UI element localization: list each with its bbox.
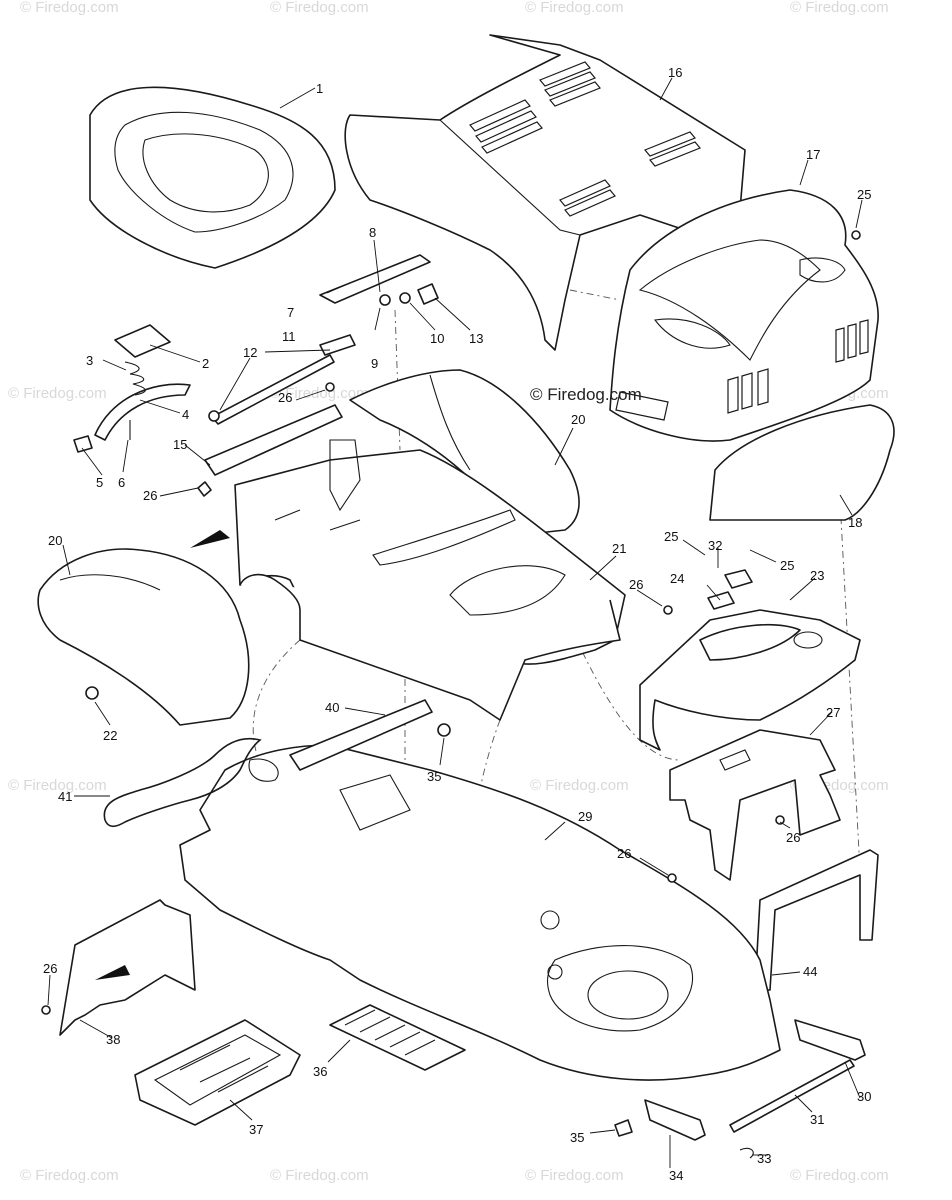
callout-label: 25 xyxy=(857,187,871,202)
console-bracket xyxy=(669,729,841,881)
callout-label: 26 xyxy=(786,830,800,845)
callout-label: 15 xyxy=(173,437,187,452)
watermark: © Firedog.com xyxy=(270,1167,369,1184)
callout-label: 24 xyxy=(670,571,684,586)
watermark: © Firedog.com xyxy=(8,385,107,402)
callout-label: 18 xyxy=(848,515,862,530)
callout-label: 20 xyxy=(571,412,585,427)
hood-insert xyxy=(709,404,895,521)
callout-label: 40 xyxy=(325,700,339,715)
callout-label: 34 xyxy=(669,1168,683,1183)
callout-labels: 1 2 3 4 5 6 7 8 9 10 11 12 13 15 16 17 1… xyxy=(43,65,871,1183)
watermark: © Firedog.com xyxy=(525,0,624,16)
seat-bracket xyxy=(289,699,433,771)
copyright-notice: © Firedog.com xyxy=(530,385,642,404)
arrow-icon xyxy=(95,530,230,980)
callout-label: 2 xyxy=(202,356,209,371)
fasteners xyxy=(41,230,861,1015)
watermark: © Firedog.com xyxy=(530,777,629,794)
callout-label: 31 xyxy=(810,1112,824,1127)
vent-slots xyxy=(469,61,701,217)
callout-label: 6 xyxy=(118,475,125,490)
seat-hardware xyxy=(73,254,439,497)
callout-label: 3 xyxy=(86,353,93,368)
watermark: © Firedog.com xyxy=(270,0,369,16)
rear-hardware xyxy=(614,1019,866,1159)
watermark: © Firedog.com xyxy=(20,1167,119,1184)
callout-label: 21 xyxy=(612,541,626,556)
callout-label: 22 xyxy=(103,728,117,743)
watermark: © Firedog.com xyxy=(20,0,119,16)
callout-label: 10 xyxy=(430,331,444,346)
rear-deflector xyxy=(59,899,196,1036)
seat-wire xyxy=(103,737,262,828)
callout-label: 7 xyxy=(287,305,294,320)
callout-label: 26 xyxy=(143,488,157,503)
callout-label: 13 xyxy=(469,331,483,346)
battery-tray xyxy=(134,1019,301,1126)
callout-label: 20 xyxy=(48,533,62,548)
callout-label: 32 xyxy=(708,538,722,553)
callout-label: 30 xyxy=(857,1089,871,1104)
callout-label: 26 xyxy=(278,390,292,405)
callout-label: 29 xyxy=(578,809,592,824)
watermark: © Firedog.com xyxy=(270,385,369,402)
watermark: © Firedog.com xyxy=(525,1167,624,1184)
callout-label: 12 xyxy=(243,345,257,360)
callout-label: 26 xyxy=(629,577,643,592)
seat xyxy=(89,86,336,269)
callout-label: 17 xyxy=(806,147,820,162)
callout-label: 1 xyxy=(316,81,323,96)
floor-mat xyxy=(329,1004,466,1071)
fender-right xyxy=(349,369,580,536)
callout-label: 25 xyxy=(664,529,678,544)
callout-label: 37 xyxy=(249,1122,263,1137)
callout-label: 11 xyxy=(282,329,296,344)
fender-left xyxy=(37,548,250,726)
callout-label: 35 xyxy=(427,769,441,784)
dash-panel xyxy=(344,34,746,351)
callout-label: 9 xyxy=(371,356,378,371)
watermark: © Firedog.com xyxy=(790,0,889,16)
watermark: © Firedog.com xyxy=(8,777,107,794)
callout-label: 27 xyxy=(826,705,840,720)
callout-label: 36 xyxy=(313,1064,327,1079)
body-pan xyxy=(234,439,626,721)
callout-label: 23 xyxy=(810,568,824,583)
callout-label: 8 xyxy=(369,225,376,240)
callout-label: 26 xyxy=(43,961,57,976)
leader-lines xyxy=(47,77,863,1168)
frame-platform xyxy=(179,744,781,1081)
callout-label: 41 xyxy=(58,789,72,804)
callout-label: 44 xyxy=(803,964,817,979)
callout-label: 5 xyxy=(96,475,103,490)
control-console xyxy=(639,569,861,751)
callout-label: 38 xyxy=(106,1032,120,1047)
callout-label: 16 xyxy=(668,65,682,80)
callout-label: 26 xyxy=(617,846,631,861)
watermark: © Firedog.com xyxy=(790,1167,889,1184)
callout-label: 33 xyxy=(757,1151,771,1166)
callout-label: 35 xyxy=(570,1130,584,1145)
hood xyxy=(609,189,879,442)
callout-label: 4 xyxy=(182,407,189,422)
callout-label: 25 xyxy=(780,558,794,573)
